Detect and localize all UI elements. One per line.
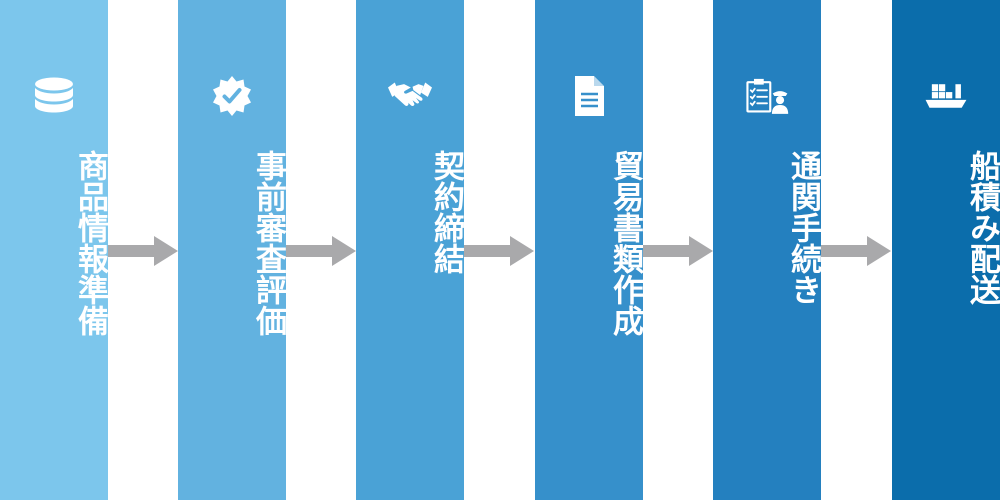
arrow-right-icon xyxy=(643,236,713,266)
step-customs: 通関手続き xyxy=(713,0,821,500)
arrow-right-icon xyxy=(286,236,356,266)
arrow-right-icon xyxy=(464,236,534,266)
step-label: 通関手続き xyxy=(785,150,821,305)
cargo-ship-icon xyxy=(924,74,968,118)
step-trade-documents: 貿易書類作成 xyxy=(535,0,643,500)
step-label: 商品情報準備 xyxy=(72,150,108,336)
certified-badge-icon xyxy=(210,74,254,118)
step-label: 貿易書類作成 xyxy=(607,150,643,336)
step-label: 契約締結 xyxy=(428,150,464,274)
arrow-right-icon xyxy=(108,236,178,266)
step-shipping: 船積み配送 xyxy=(892,0,1000,500)
step-label: 船積み配送 xyxy=(964,150,1000,305)
step-product-info: 商品情報準備 xyxy=(0,0,108,500)
step-label: 事前審査評価 xyxy=(250,150,286,336)
step-pre-screening: 事前審査評価 xyxy=(178,0,286,500)
database-icon xyxy=(32,74,76,118)
customs-checklist-icon xyxy=(745,74,789,118)
document-icon xyxy=(567,74,611,118)
step-contract: 契約締結 xyxy=(356,0,464,500)
arrow-right-icon xyxy=(821,236,891,266)
handshake-icon xyxy=(388,74,432,118)
